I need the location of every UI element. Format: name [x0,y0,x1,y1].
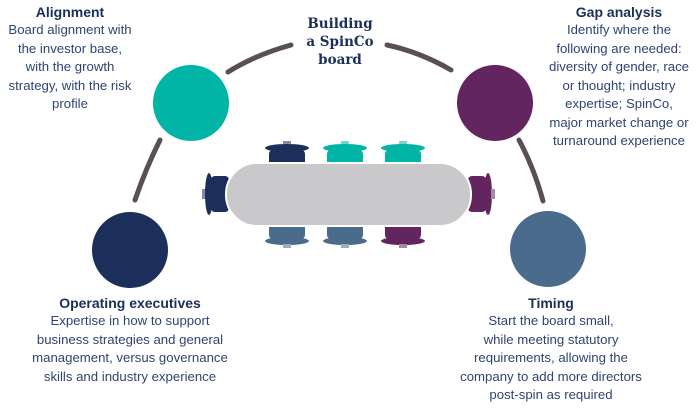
description-line: post-spin as required [489,387,613,402]
operating-executives-block: Operating executives Expertise in how to… [20,294,240,386]
connector-arc-alignment-to-center [225,42,294,75]
description-line: requirements, allowing the [474,350,628,365]
gap-analysis-title: Gap analysis [575,4,663,20]
description-line: major market change or [549,114,689,130]
description-line: Board alignment with [8,22,132,37]
boardroom-table [225,162,472,227]
operating-executives-circle [92,212,168,288]
description-line: with the growth [25,59,115,74]
description-line: or thought; industry [562,77,676,93]
chair-left [202,173,229,215]
connector-arc-alignment-to-operating [132,137,163,203]
description-line: management, versus governance [32,350,228,365]
chair-bottom [265,223,309,248]
center-title-line: Building [307,16,373,32]
operating-executives-title: Operating executives [59,295,201,311]
description-line: following are needed: [556,40,682,56]
timing-title: Timing [528,295,574,311]
description-line: while meeting statutory [483,331,619,347]
description-line: Expertise in how to support [50,313,210,328]
description-line: turnaround experience [553,133,685,148]
center-title-line: board [318,52,362,68]
center-title: Building a SpinCo board [290,15,390,69]
description-line: strategy, with the risk [8,77,132,93]
gap-analysis-block: Gap analysis Identify where the followin… [538,3,700,151]
center-title-line: a SpinCo [306,34,374,50]
description-line: company to add more directors [460,368,642,384]
description-line: the investor base, [17,40,123,56]
description-line: skills and industry experience [43,368,217,384]
connector-arc-center-to-gap [384,42,454,73]
timing-description: Start the board small, while meeting sta… [446,312,656,405]
timing-circle [510,211,586,287]
alignment-title: Alignment [35,4,105,20]
description-line: diversity of gender, race [548,59,689,74]
alignment-circle [153,65,229,141]
gap-analysis-description: Identify where the following are needed:… [538,21,700,151]
description-line: Start the board small, [488,313,614,328]
connector-arc-gap-to-timing [516,137,546,204]
alignment-description: Board alignment with the investor base, … [0,21,140,114]
chair-right [468,173,495,215]
timing-block: Timing Start the board small, while meet… [446,294,656,405]
gap-analysis-circle [457,65,533,141]
description-line: profile [52,96,88,111]
description-line: business strategies and general [36,331,224,347]
alignment-block: Alignment Board alignment with the inves… [0,3,140,114]
description-line: Identify where the [566,22,672,37]
operating-executives-description: Expertise in how to support business str… [20,312,240,386]
description-line: expertise; SpinCo, [565,96,673,111]
